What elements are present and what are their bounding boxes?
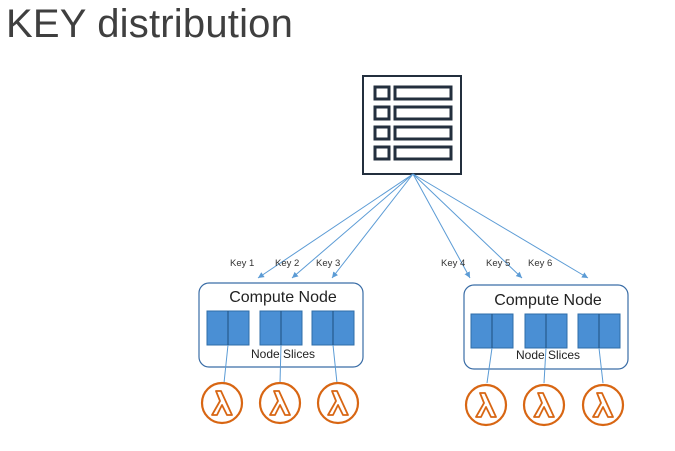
key-label-1: Key 1: [230, 258, 254, 269]
lambda-icon: [200, 381, 244, 425]
page-title: KEY distribution: [6, 2, 294, 46]
node-slices-label: Node Slices: [516, 348, 580, 362]
node-slice: [259, 310, 303, 346]
compute-node-title: Compute Node: [494, 292, 602, 309]
node-slices-label: Node Slices: [251, 347, 315, 361]
table-icon: [362, 75, 462, 175]
arrow-key-3: [331, 173, 414, 279]
key-label-2: Key 2: [275, 258, 299, 269]
key-label-5: Key 5: [486, 258, 510, 269]
arrow-key-2: [291, 173, 414, 279]
node-slice: [524, 313, 568, 349]
key-arrows: [257, 173, 589, 279]
node-slice: [311, 310, 355, 346]
compute-node-1: Compute Node Node Slices: [198, 282, 364, 368]
slice-lambda-connectors: [223, 344, 604, 384]
node-slice: [577, 313, 621, 349]
node-slice: [470, 313, 514, 349]
lambda-icon: [464, 383, 508, 427]
key-label-3: Key 3: [316, 258, 340, 269]
lambda-icon: [581, 383, 625, 427]
arrow-key-4: [412, 173, 471, 279]
arrow-key-6: [412, 173, 589, 279]
compute-node-2: Compute Node Node Slices: [463, 284, 629, 370]
arrow-key-5: [412, 173, 523, 279]
key-label-4: Key 4: [441, 258, 465, 269]
key-label-6: Key 6: [528, 258, 552, 269]
arrow-key-1: [257, 173, 414, 279]
lambda-icon: [316, 381, 360, 425]
node-slice: [206, 310, 250, 346]
lambda-icon: [522, 383, 566, 427]
compute-node-title: Compute Node: [229, 289, 337, 306]
lambda-icon: [258, 381, 302, 425]
